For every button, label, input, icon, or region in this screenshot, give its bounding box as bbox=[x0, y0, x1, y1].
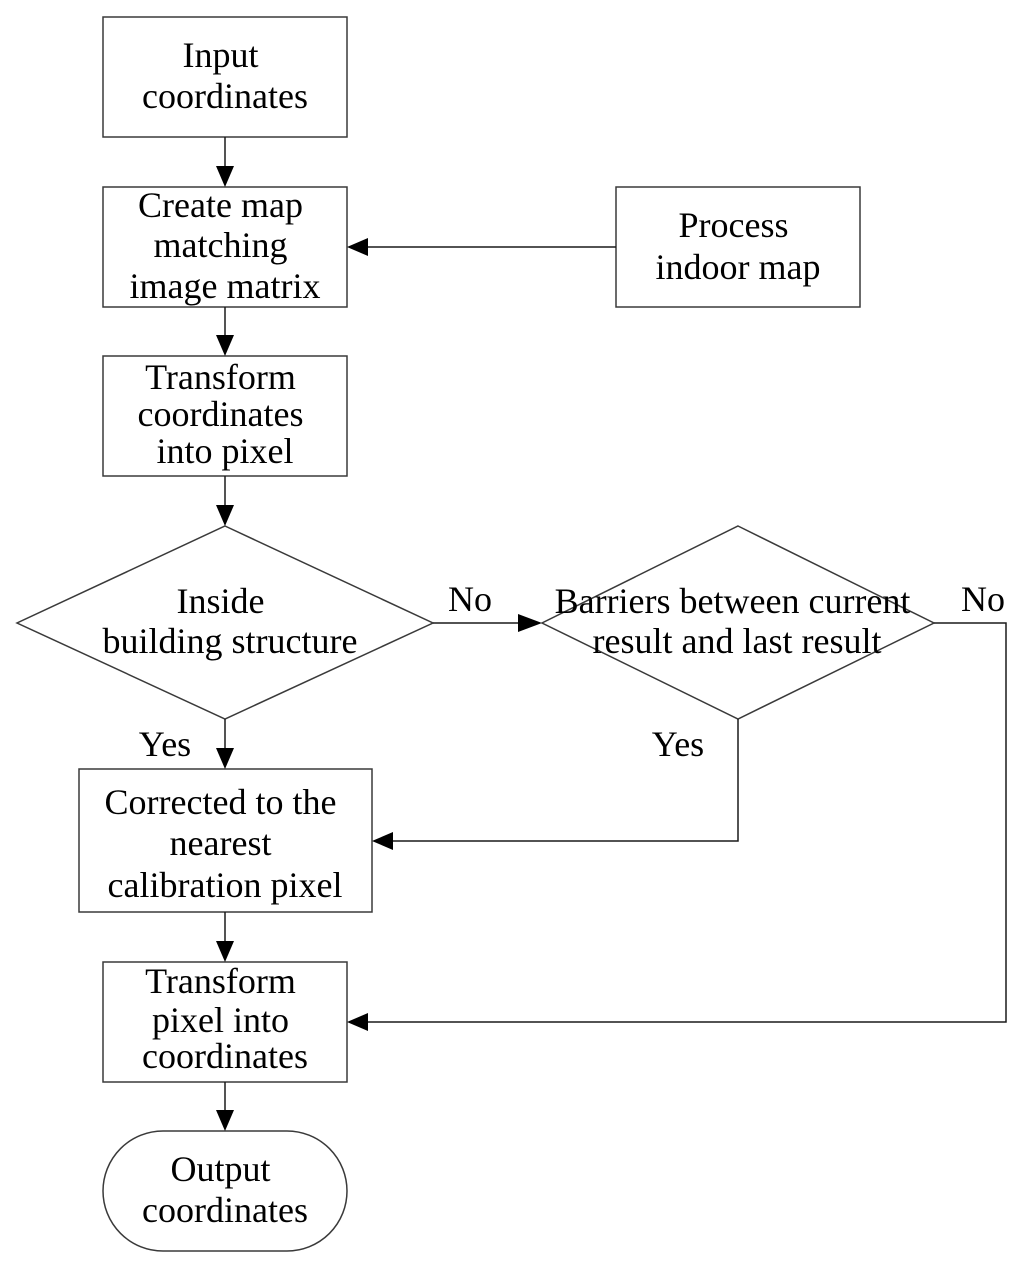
transform-coordinates-label: Transform coordinates into pixel bbox=[138, 357, 313, 471]
process-indoor-map-label: Process indoor map bbox=[656, 205, 821, 287]
corrected-pixel-box bbox=[78, 768, 373, 913]
arrowhead bbox=[372, 832, 393, 850]
barriers-yes-label: Yes bbox=[652, 724, 704, 764]
input-coordinates-box bbox=[102, 16, 348, 138]
arrowhead bbox=[216, 941, 234, 962]
transform-pixel-box bbox=[102, 961, 348, 1083]
inside-no-label: No bbox=[448, 579, 492, 619]
transform-coordinates-box bbox=[102, 355, 348, 477]
output-coordinates-label: Output coordinates bbox=[142, 1149, 308, 1230]
transform-pixel-label: Transform pixel into coordinates bbox=[142, 961, 308, 1076]
create-map-box bbox=[102, 186, 348, 308]
corrected-pixel-label: Corrected to the nearest calibration pix… bbox=[105, 782, 346, 905]
arrowhead bbox=[216, 505, 234, 526]
process-indoor-map-box bbox=[615, 186, 861, 308]
edge-barriers-yes-to-corrected bbox=[393, 719, 739, 842]
arrowhead bbox=[216, 1110, 234, 1131]
edge-barriers-no-to-transform-pixel bbox=[368, 622, 1007, 1023]
arrowhead bbox=[216, 335, 234, 356]
create-map-label: Create map matching image matrix bbox=[130, 185, 321, 306]
arrowhead bbox=[347, 1013, 368, 1031]
input-coordinates-label: Input coordinates bbox=[142, 35, 308, 116]
arrowhead bbox=[216, 166, 234, 187]
inside-building-label: Inside building structure bbox=[103, 581, 358, 661]
arrowhead bbox=[518, 614, 542, 632]
arrowhead bbox=[347, 238, 368, 256]
arrowhead bbox=[216, 748, 234, 769]
barriers-label: Barriers between current result and last… bbox=[555, 581, 920, 661]
barriers-no-label: No bbox=[961, 579, 1005, 619]
inside-yes-label: Yes bbox=[139, 724, 191, 764]
